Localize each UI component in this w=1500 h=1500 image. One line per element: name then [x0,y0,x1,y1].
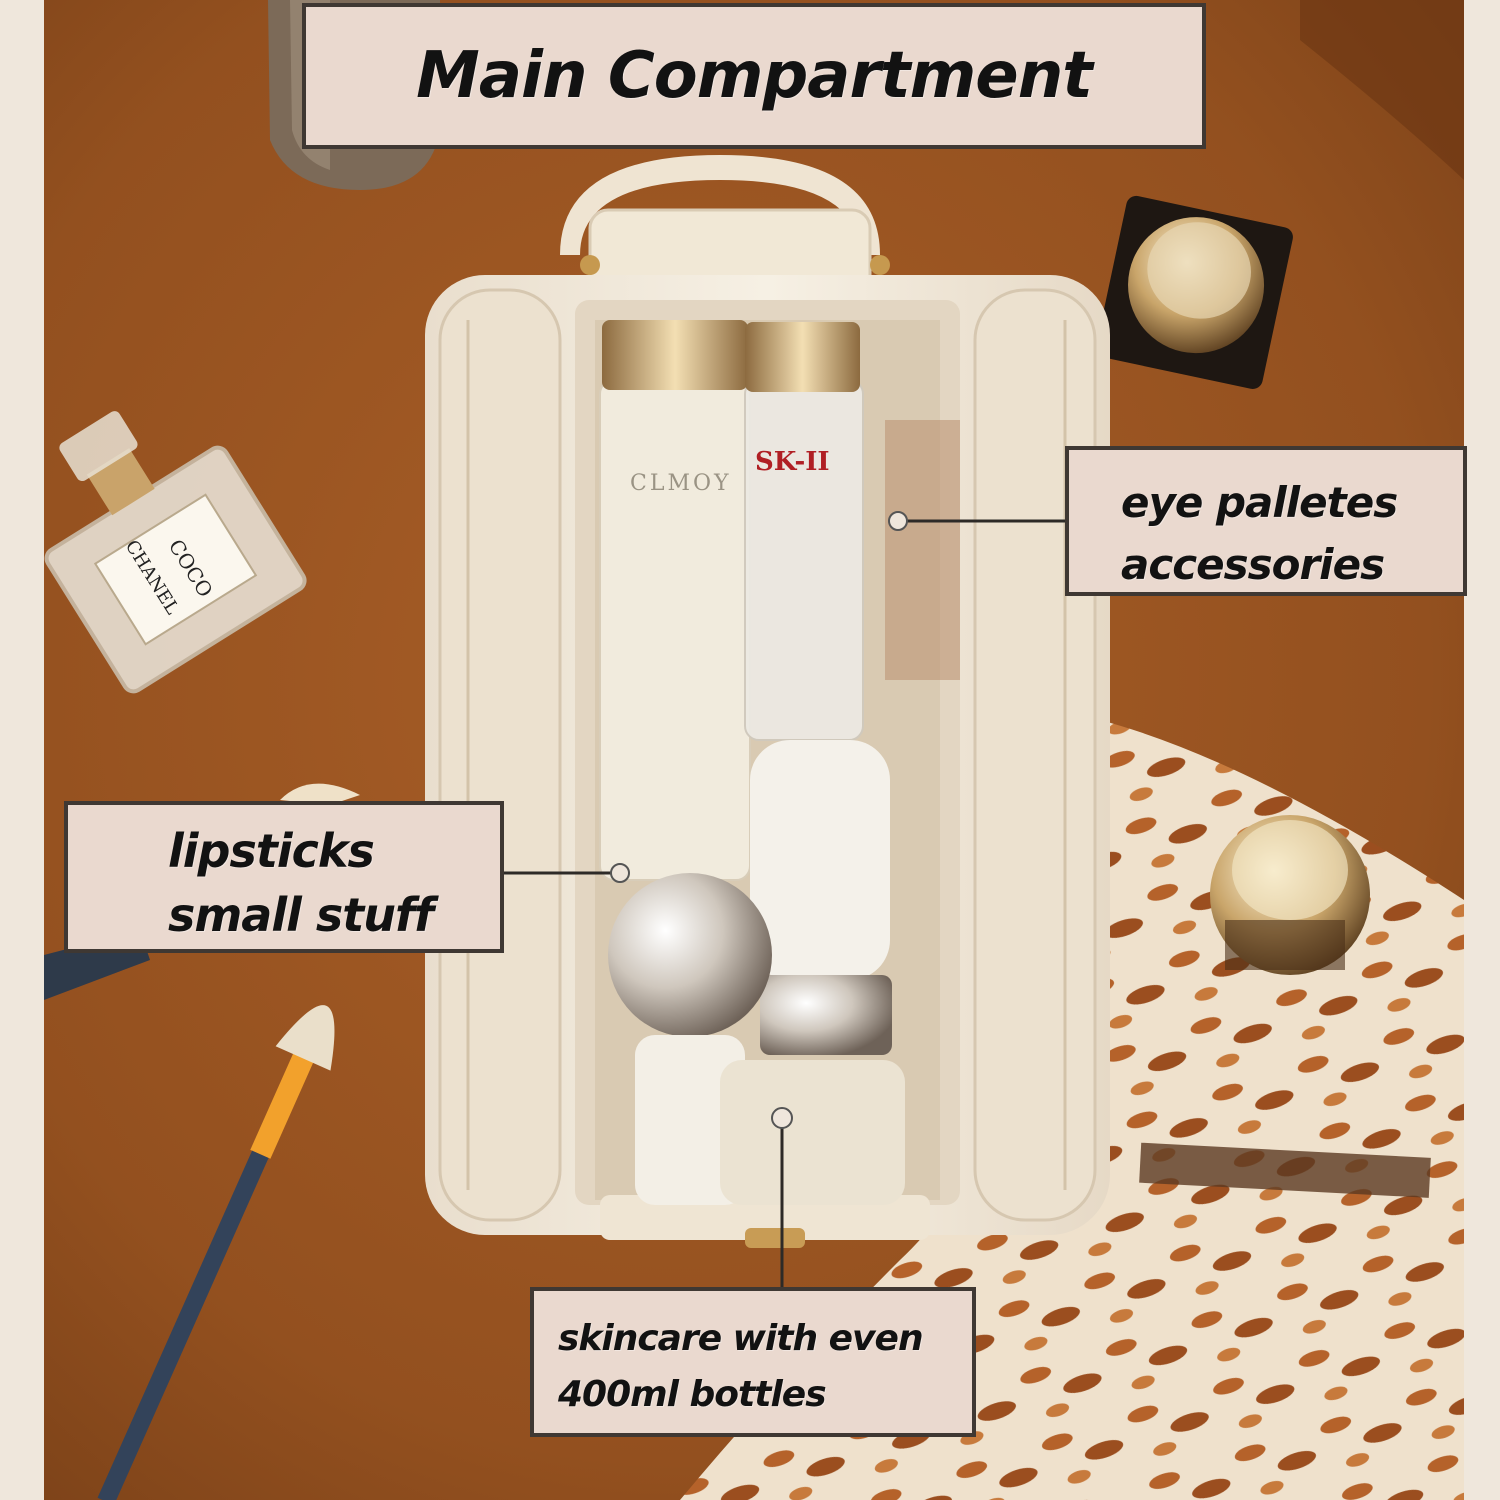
skincare-callout: skincare with even 400ml bottles [530,1287,976,1437]
eye-callout-line2: accessories [1121,540,1385,589]
skincare-callout-line1: skincare with even [558,1318,924,1359]
title-text: Main Compartment [416,39,1093,113]
title-callout: Main Compartment [302,3,1206,149]
eye-palletes-callout: eye palletes accessories [1065,446,1467,596]
bottle-label-clmoy: CLMOY [630,471,732,496]
lipsticks-callout: lipsticks small stuff [64,801,504,953]
lips-callout-line1: lipsticks [168,824,375,878]
bottle-label-skii: SK-II [755,447,830,477]
eye-callout-line1: eye palletes [1121,478,1398,527]
lips-callout-line2: small stuff [168,888,434,942]
skincare-callout-line2: 400ml bottles [558,1374,827,1415]
